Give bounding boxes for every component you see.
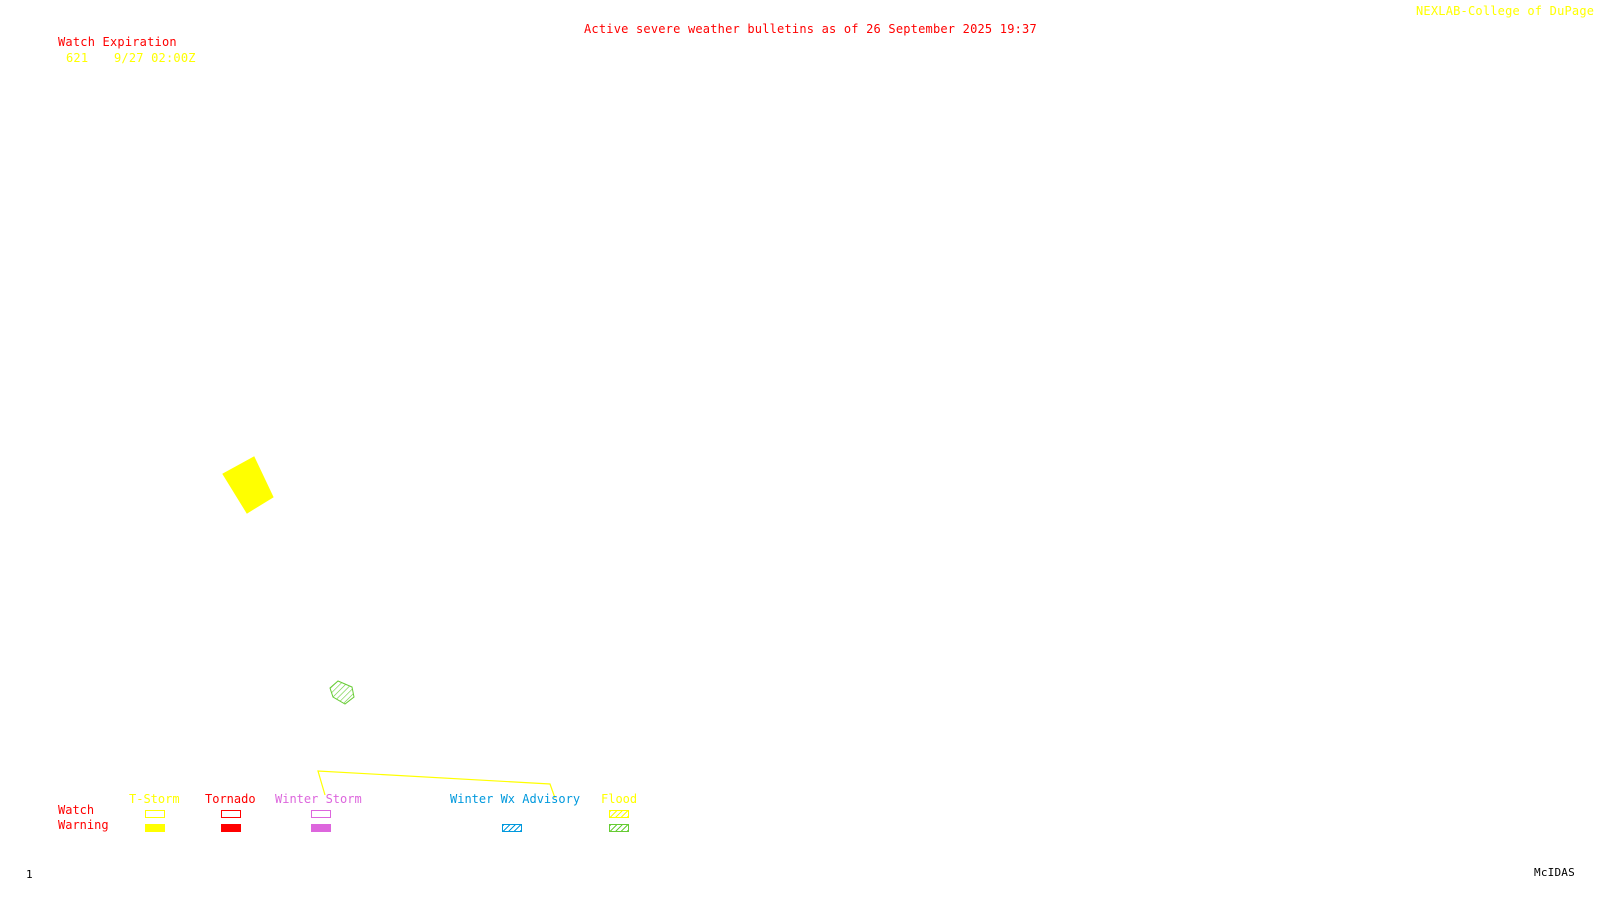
flood-warning-polygon <box>329 680 355 705</box>
legend-tstorm-watch-swatch <box>145 810 165 818</box>
watch-expiration-time: 9/27 02:00Z <box>114 51 196 65</box>
legend-winter-storm-warning-swatch <box>311 824 331 832</box>
legend-tstorm-warning-swatch <box>145 824 165 832</box>
bulletin-title: Active severe weather bulletins as of 26… <box>584 22 1037 36</box>
legend-winter-storm-label: Winter Storm <box>275 792 362 806</box>
tstorm-warning-polygon <box>222 456 274 514</box>
legend-flood-warning-swatch <box>609 824 629 832</box>
legend-tstorm-label: T-Storm <box>129 792 180 806</box>
legend-winter-wx-advisory-label: Winter Wx Advisory <box>450 792 581 806</box>
legend-flood-watch-swatch <box>609 810 629 818</box>
legend-flood-label: Flood <box>601 792 638 806</box>
software-label: McIDAS <box>1534 866 1575 879</box>
legend-tornado-warning-swatch <box>221 824 241 832</box>
legend-watch-row-label: Watch <box>58 803 95 817</box>
frame-number: 1 <box>26 868 33 881</box>
legend-winter-storm-watch-swatch <box>311 810 331 818</box>
legend-tornado-watch-swatch <box>221 810 241 818</box>
legend-winter-wx-advisory-swatch <box>502 824 522 832</box>
source-credit: NEXLAB-College of DuPage R <box>1416 4 1600 18</box>
watch-expiration-heading: Watch Expiration <box>58 35 177 49</box>
legend-warning-row-label: Warning <box>58 818 109 832</box>
legend-tornado-label: Tornado <box>205 792 256 806</box>
tstorm-watch-outline <box>317 770 556 799</box>
watch-id: 621 <box>66 51 89 65</box>
